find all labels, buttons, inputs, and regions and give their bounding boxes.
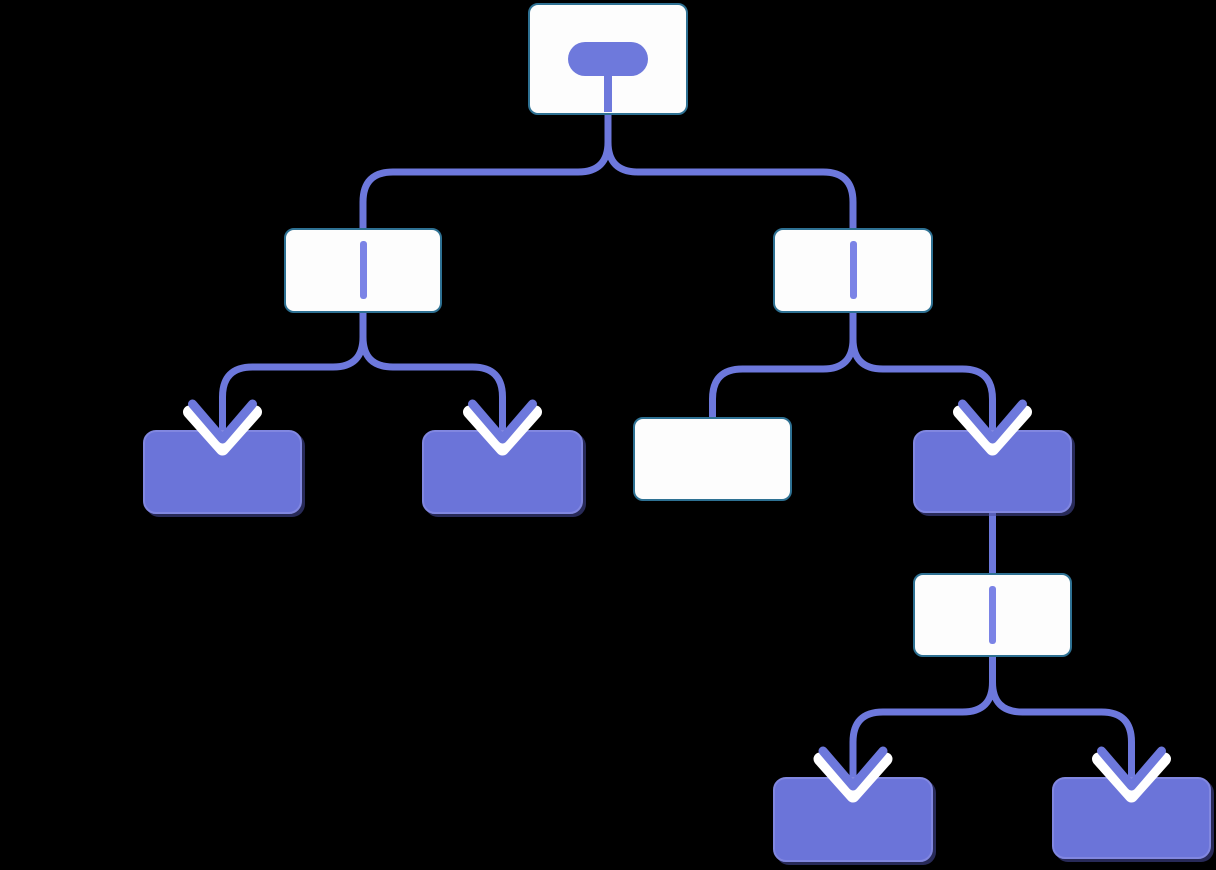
collapsed-leaf-node-b[interactable] [422, 430, 583, 514]
edge-branch-right-to-child-plain [709, 313, 857, 417]
collapsed-leaf-node-a[interactable] [143, 430, 302, 514]
pass-through-bar-icon [849, 241, 857, 299]
root-pill-icon [568, 42, 648, 76]
root-pill-stem [604, 74, 612, 112]
collapsed-leaf-node-c[interactable] [913, 430, 1072, 513]
branch-node-sub[interactable] [913, 573, 1072, 657]
edge-root-to-branch-right [604, 115, 857, 228]
collapsed-leaf-node-d[interactable] [773, 777, 933, 862]
branch-node-right[interactable] [773, 228, 933, 313]
edge-branch-sub-to-leaf-e [989, 657, 1135, 777]
branch-node-left[interactable] [284, 228, 442, 313]
edge-branch-left-to-leaf-b [359, 313, 506, 430]
pass-through-bar-icon [359, 241, 367, 299]
collapsed-leaf-node-e[interactable] [1052, 777, 1211, 859]
edge-root-to-branch-left [359, 115, 612, 228]
root-node[interactable] [528, 3, 688, 115]
pass-through-bar-icon [989, 586, 996, 644]
edge-branch-sub-to-leaf-d [849, 657, 996, 777]
edge-branch-left-to-leaf-a [219, 313, 367, 430]
edge-branch-right-to-leaf-c [849, 313, 996, 430]
plain-child-node[interactable] [633, 417, 792, 501]
